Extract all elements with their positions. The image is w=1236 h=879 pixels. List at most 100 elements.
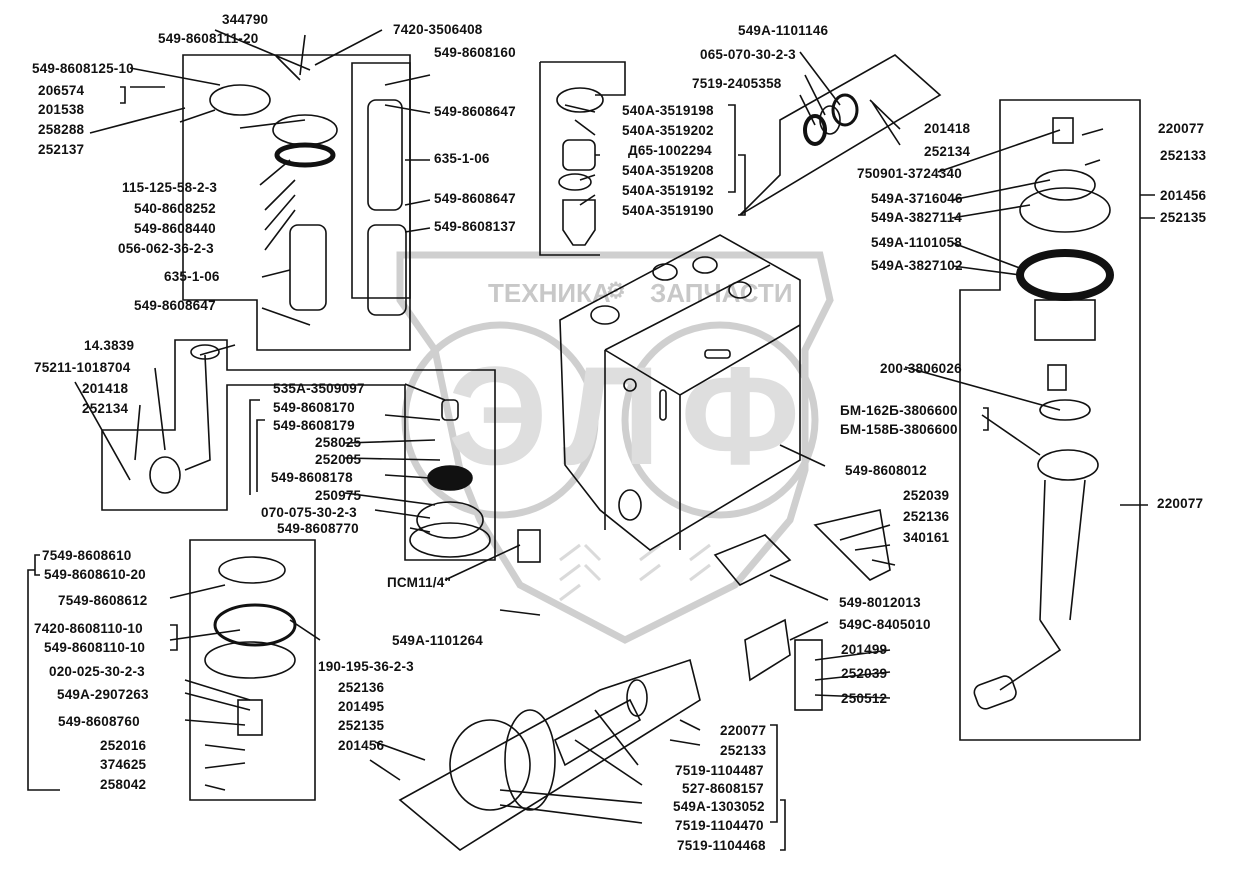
part-number-label: 7549-8608612 [58, 593, 148, 608]
part-number-label: 549A-1303052 [673, 799, 765, 814]
part-number-label: 7519-1104470 [675, 818, 764, 833]
part-number-label: 220077 [720, 723, 767, 738]
part-number-label: 252039 [903, 488, 950, 503]
tank-cap-4 [728, 281, 752, 299]
part-number-label: 549A-1101146 [738, 23, 829, 38]
part-number-label: 549-8608610-20 [44, 567, 146, 582]
part-number-label: 549-8012013 [839, 595, 921, 610]
intake-filter-mesh [553, 698, 642, 767]
part-number-label: 549-8608160 [434, 45, 516, 60]
fastener-frame [813, 509, 891, 581]
level-sensor-head [1037, 449, 1099, 481]
mount-bracket [713, 534, 792, 586]
part-number-label: 252137 [38, 142, 85, 157]
tank-handle-top [704, 349, 731, 359]
breather-mesh [558, 173, 592, 191]
breather-frame [539, 61, 626, 256]
tank-cap-1 [590, 305, 620, 325]
part-number-label: 7519-2405358 [692, 76, 782, 91]
sensor-frame [959, 99, 1141, 741]
part-number-label: 201418 [82, 381, 129, 396]
sensor-flange [1034, 169, 1096, 201]
part-number-label: 549-8608110-10 [44, 640, 146, 655]
part-number-label: 750901-3724340 [857, 166, 962, 181]
part-number-label: 527-8608157 [682, 781, 764, 796]
drain-pipe-cap [190, 344, 220, 360]
level-sensor-float [973, 675, 1017, 710]
part-number-label: 549-8608647 [434, 191, 516, 206]
part-number-label: 7519-1104468 [677, 838, 766, 853]
part-number-label: 540A-3519190 [622, 203, 714, 218]
part-number-label: 252039 [841, 666, 888, 681]
part-number-label: 220077 [1157, 496, 1204, 511]
sensor-float [1047, 364, 1067, 391]
intake-ring-3 [831, 93, 859, 127]
watermark-text-left: ТЕХНИКА [488, 278, 611, 308]
part-number-label: 070-075-30-2-3 [261, 505, 357, 520]
part-number-label: ПСМ11/4" [387, 575, 452, 590]
part-number-label: БМ-162Б-3806600 [840, 403, 958, 418]
part-number-label: 258025 [315, 435, 362, 450]
part-number-label: 7420-8608110-10 [34, 621, 143, 636]
part-number-label: 549A-3827114 [871, 210, 962, 225]
intake-filter-mesh-ring [504, 709, 556, 811]
part-number-label: 549A-1101058 [871, 235, 962, 250]
filter-element-left [289, 224, 327, 311]
intake-ring-2 [819, 105, 841, 135]
part-number-label: 635-1-06 [164, 269, 220, 284]
breather-filter [562, 139, 596, 171]
filter-bowl [367, 224, 407, 316]
intake-filter-end [626, 679, 648, 717]
sensor-ring [1039, 399, 1091, 421]
part-number-label: 201456 [1160, 188, 1207, 203]
part-number-label: 252135 [1160, 210, 1207, 225]
part-number-label: 201538 [38, 102, 85, 117]
part-number-label: 7519-1104487 [675, 763, 764, 778]
part-number-label: 549-8608125-10 [32, 61, 134, 76]
part-number-label: 14.3839 [84, 338, 135, 353]
watermark-wheat-pattern [559, 543, 711, 602]
part-number-label: 549C-8405010 [839, 617, 931, 632]
part-number-label: 201499 [841, 642, 888, 657]
part-number-label: БМ-158Б-3806600 [840, 422, 958, 437]
part-number-label: 549-8608179 [273, 418, 355, 433]
part-number-label: 252133 [1160, 148, 1207, 163]
part-number-label: 540-8608252 [134, 201, 216, 216]
part-number-label: 344790 [222, 12, 269, 27]
tank-cap-2 [652, 263, 678, 281]
part-number-label: 7420-3506408 [393, 22, 483, 37]
part-number-label: 7549-8608610 [42, 548, 132, 563]
part-number-label: 115-125-58-2-3 [122, 180, 218, 195]
part-number-label: 540A-3519208 [622, 163, 714, 178]
valve-stem-top [441, 399, 459, 421]
part-number-label: 549A-3716046 [871, 191, 963, 206]
part-number-label: 190-195-36-2-3 [318, 659, 414, 674]
part-number-label: 549A-3827102 [871, 258, 963, 273]
valve-base [409, 522, 491, 558]
part-number-label: 200-3806026 [880, 361, 962, 376]
filler-cap [218, 556, 286, 584]
breather-body [562, 199, 596, 246]
part-number-label: 549-8608012 [845, 463, 927, 478]
intake-filter-frame [398, 658, 701, 851]
part-number-label: 252016 [100, 738, 147, 753]
part-number-label: 252136 [338, 680, 385, 695]
part-number-label: 201456 [338, 738, 385, 753]
part-number-label: 549-8608760 [58, 714, 140, 729]
valve-seat-ring [416, 501, 484, 539]
part-number-label: 540A-3519198 [622, 103, 714, 118]
filter-lid [209, 84, 271, 116]
drain-pipe [184, 354, 211, 471]
part-number-label: 549-8608440 [134, 221, 216, 236]
part-number-label: 065-070-30-2-3 [700, 47, 796, 62]
part-number-label: 549-8608647 [434, 104, 516, 119]
part-number-label: 540A-3519202 [622, 123, 714, 138]
filler-seal [213, 603, 297, 647]
part-number-label: 340161 [903, 530, 950, 545]
filter-gasket [274, 142, 336, 168]
watermark-text-right: ЗАПЧАСТИ [650, 278, 793, 308]
sensor-mount-plate [1019, 187, 1111, 233]
fuel-tank-edges [604, 264, 801, 550]
part-number-label: Д65-1002294 [628, 143, 712, 158]
filter-insert-frame [351, 62, 411, 299]
